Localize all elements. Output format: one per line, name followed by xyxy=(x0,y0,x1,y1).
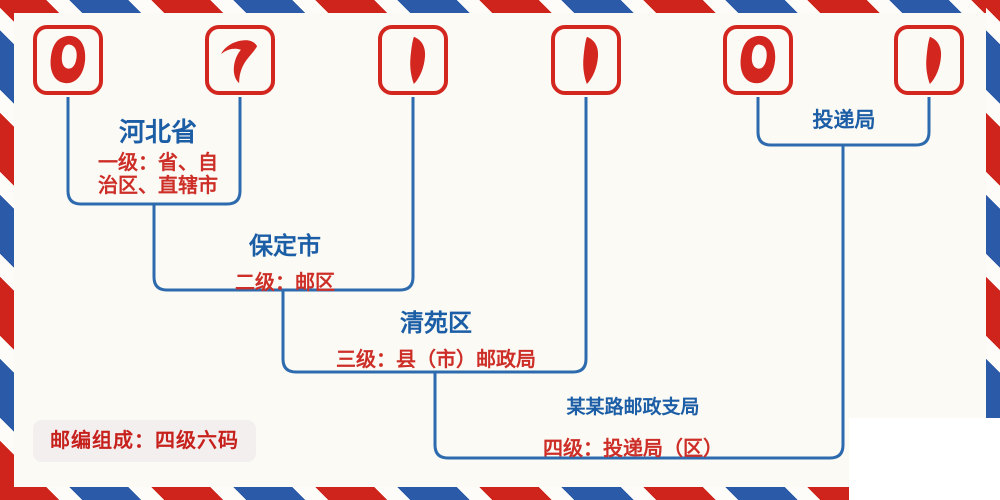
airmail-border-top xyxy=(0,0,1000,13)
digit-glyph xyxy=(383,30,443,90)
digit-glyph xyxy=(556,30,616,90)
postal-digit-box-1 xyxy=(33,25,103,95)
level4-place: 某某路邮政支局 xyxy=(566,397,700,418)
level2-desc: 二级：邮区 xyxy=(235,272,335,294)
level2-label-group: 保定市 二级：邮区 xyxy=(235,226,335,295)
airmail-border-left xyxy=(0,0,14,500)
level3-desc: 三级：县（市）邮政局 xyxy=(336,349,536,371)
postal-code-composition-badge: 邮编组成：四级六码 xyxy=(33,420,256,462)
level1-desc: 一级：省、自治区、直辖市 xyxy=(98,152,218,197)
digit-glyph xyxy=(38,30,98,90)
postal-digit-box-6 xyxy=(894,25,964,95)
digit-glyph xyxy=(899,30,959,90)
level4-label-group: 某某路邮政支局 四级：投递局（区） xyxy=(543,392,723,461)
level2-place: 保定市 xyxy=(249,233,321,260)
postal-digit-box-2 xyxy=(205,25,275,95)
airmail-border-bottom xyxy=(0,487,1000,500)
level1-place: 河北省 xyxy=(118,117,197,147)
postal-digit-box-5 xyxy=(723,25,793,95)
digit-glyph xyxy=(210,30,270,90)
level3-place: 清苑区 xyxy=(400,310,472,337)
border-cover-patch xyxy=(849,418,1000,500)
postal-digit-box-4 xyxy=(551,25,621,95)
level3-label-group: 清苑区 三级：县（市）邮政局 xyxy=(336,303,536,372)
postal-digit-box-3 xyxy=(378,25,448,95)
airmail-border-right xyxy=(986,0,1000,500)
delivery-place: 投递局 xyxy=(812,109,876,132)
digit-glyph xyxy=(728,30,788,90)
level4-desc: 四级：投递局（区） xyxy=(543,438,723,460)
delivery-label-group: 投递局 xyxy=(813,104,876,134)
level1-label-group: 河北省 一级：省、自治区、直辖市 xyxy=(94,112,222,198)
